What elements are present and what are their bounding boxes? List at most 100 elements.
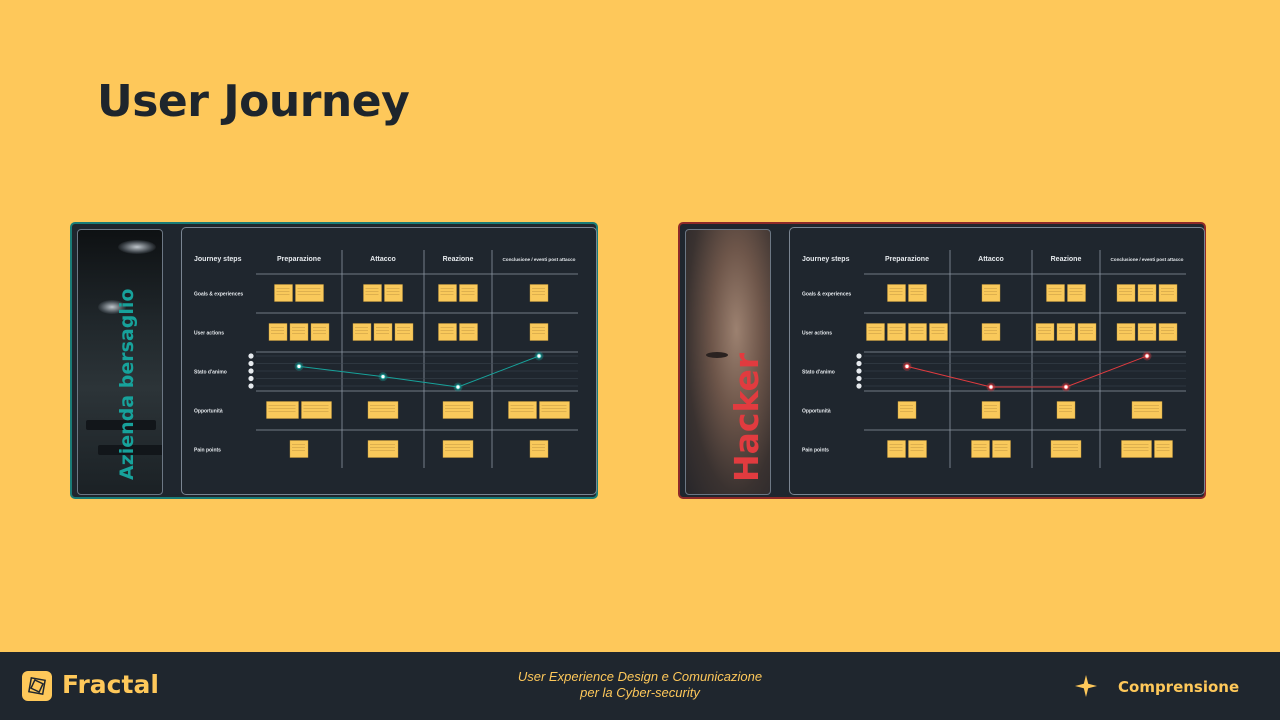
column-header: Preparazione	[277, 256, 321, 263]
sticky-note	[908, 323, 927, 341]
mood-point	[988, 384, 994, 390]
brand-name: Fractal	[62, 670, 159, 699]
course-title-line1: User Experience Design e Comunicazione	[517, 669, 763, 684]
row-header-label: Journey steps	[194, 256, 242, 263]
mood-scale-marker	[856, 360, 862, 367]
mood-scale-marker	[856, 353, 862, 359]
course-title-line2: per la Cyber-security	[580, 685, 700, 700]
footer-bar: Fractal User Experience Design e Comunic…	[0, 652, 1280, 720]
sticky-note	[897, 401, 917, 419]
sticky-note	[301, 401, 332, 419]
sticky-note	[981, 401, 1001, 419]
sticky-note	[1035, 323, 1055, 341]
mood-scale-marker	[248, 360, 254, 367]
journey-grid: Journey steps Preparazione Attacco Reazione…	[181, 227, 597, 495]
row-label: Goals & experiences	[802, 292, 851, 298]
sticky-note	[384, 284, 403, 302]
sticky-note	[866, 323, 885, 341]
mood-scale-marker	[248, 368, 254, 374]
sticky-note	[908, 284, 927, 302]
mood-scale-marker	[856, 375, 862, 382]
sticky-note	[508, 401, 537, 419]
mood-point	[1144, 353, 1150, 359]
sticky-note	[887, 323, 906, 341]
mood-point	[1063, 384, 1069, 390]
sticky-note	[289, 323, 309, 341]
sticky-note	[1116, 323, 1136, 341]
side-label: Hacker	[727, 352, 766, 482]
sticky-note	[1050, 440, 1082, 458]
column-header: Reazione	[443, 256, 474, 263]
sticky-note	[352, 323, 372, 341]
sticky-note	[1131, 401, 1163, 419]
sticky-note	[981, 323, 1001, 341]
sticky-note	[274, 284, 293, 302]
fractal-logo-icon	[22, 671, 52, 701]
sticky-note	[295, 284, 324, 302]
row-header-label: Journey steps	[802, 256, 850, 263]
mood-point	[904, 363, 910, 370]
sticky-note	[908, 440, 927, 458]
journey-board-azienda: Azienda bersaglio Journey steps Preparazi…	[70, 222, 598, 499]
sticky-note	[1116, 284, 1136, 302]
sticky-note	[1137, 323, 1157, 341]
side-label: Azienda bersaglio	[116, 288, 138, 480]
sparkle-icon	[1075, 675, 1097, 697]
sticky-note	[459, 284, 478, 302]
sticky-note	[1154, 440, 1173, 458]
column-header: Reazione	[1051, 256, 1082, 263]
sticky-note	[981, 284, 1001, 302]
mood-point	[296, 363, 302, 370]
sticky-note	[1046, 284, 1065, 302]
row-label: Stato d'animo	[802, 370, 835, 376]
column-header: Conclusione / eventi post attacco	[502, 257, 575, 262]
sticky-note	[438, 284, 457, 302]
sticky-note	[971, 440, 990, 458]
mood-scale-marker	[248, 353, 254, 359]
mood-scale-marker	[248, 375, 254, 382]
row-label: User actions	[194, 331, 224, 337]
sticky-note	[442, 440, 474, 458]
column-header: Attacco	[370, 256, 396, 263]
side-photo-office: Azienda bersaglio	[77, 229, 163, 495]
sticky-note	[1137, 284, 1157, 302]
sticky-note	[289, 440, 309, 458]
sticky-note	[1077, 323, 1097, 341]
row-label: Opportunità	[194, 409, 223, 415]
row-label: Pain points	[194, 448, 221, 454]
mood-scale-marker	[856, 383, 862, 389]
row-label: Opportunità	[802, 409, 831, 415]
column-header: Conclusione / eventi post attacco	[1110, 257, 1183, 262]
sticky-note	[367, 401, 399, 419]
sticky-note	[268, 323, 288, 341]
mood-curve	[298, 355, 540, 388]
sticky-note	[529, 284, 549, 302]
sticky-note	[310, 323, 330, 341]
mood-point	[380, 373, 386, 380]
sticky-note	[442, 401, 474, 419]
mood-scale-marker	[248, 383, 254, 389]
row-label: Stato d'animo	[194, 370, 227, 376]
side-photo-face: Hacker	[685, 229, 771, 495]
sticky-note	[363, 284, 382, 302]
sticky-note	[373, 323, 393, 341]
mood-point	[536, 353, 542, 359]
section-label: Comprensione	[1118, 678, 1240, 696]
mood-point	[455, 384, 461, 390]
slide-title: User Journey	[97, 76, 410, 127]
sticky-note	[529, 323, 549, 341]
sticky-note	[539, 401, 570, 419]
sticky-note	[529, 440, 549, 458]
sticky-note	[1158, 323, 1178, 341]
sticky-note	[367, 440, 399, 458]
sticky-note	[1121, 440, 1152, 458]
sticky-note	[394, 323, 414, 341]
column-header: Preparazione	[885, 256, 929, 263]
mood-curve	[906, 355, 1148, 388]
sticky-note	[992, 440, 1011, 458]
course-title: User Experience Design e Comunicazione p…	[440, 669, 840, 701]
sticky-note	[887, 440, 906, 458]
sticky-note	[1056, 323, 1076, 341]
